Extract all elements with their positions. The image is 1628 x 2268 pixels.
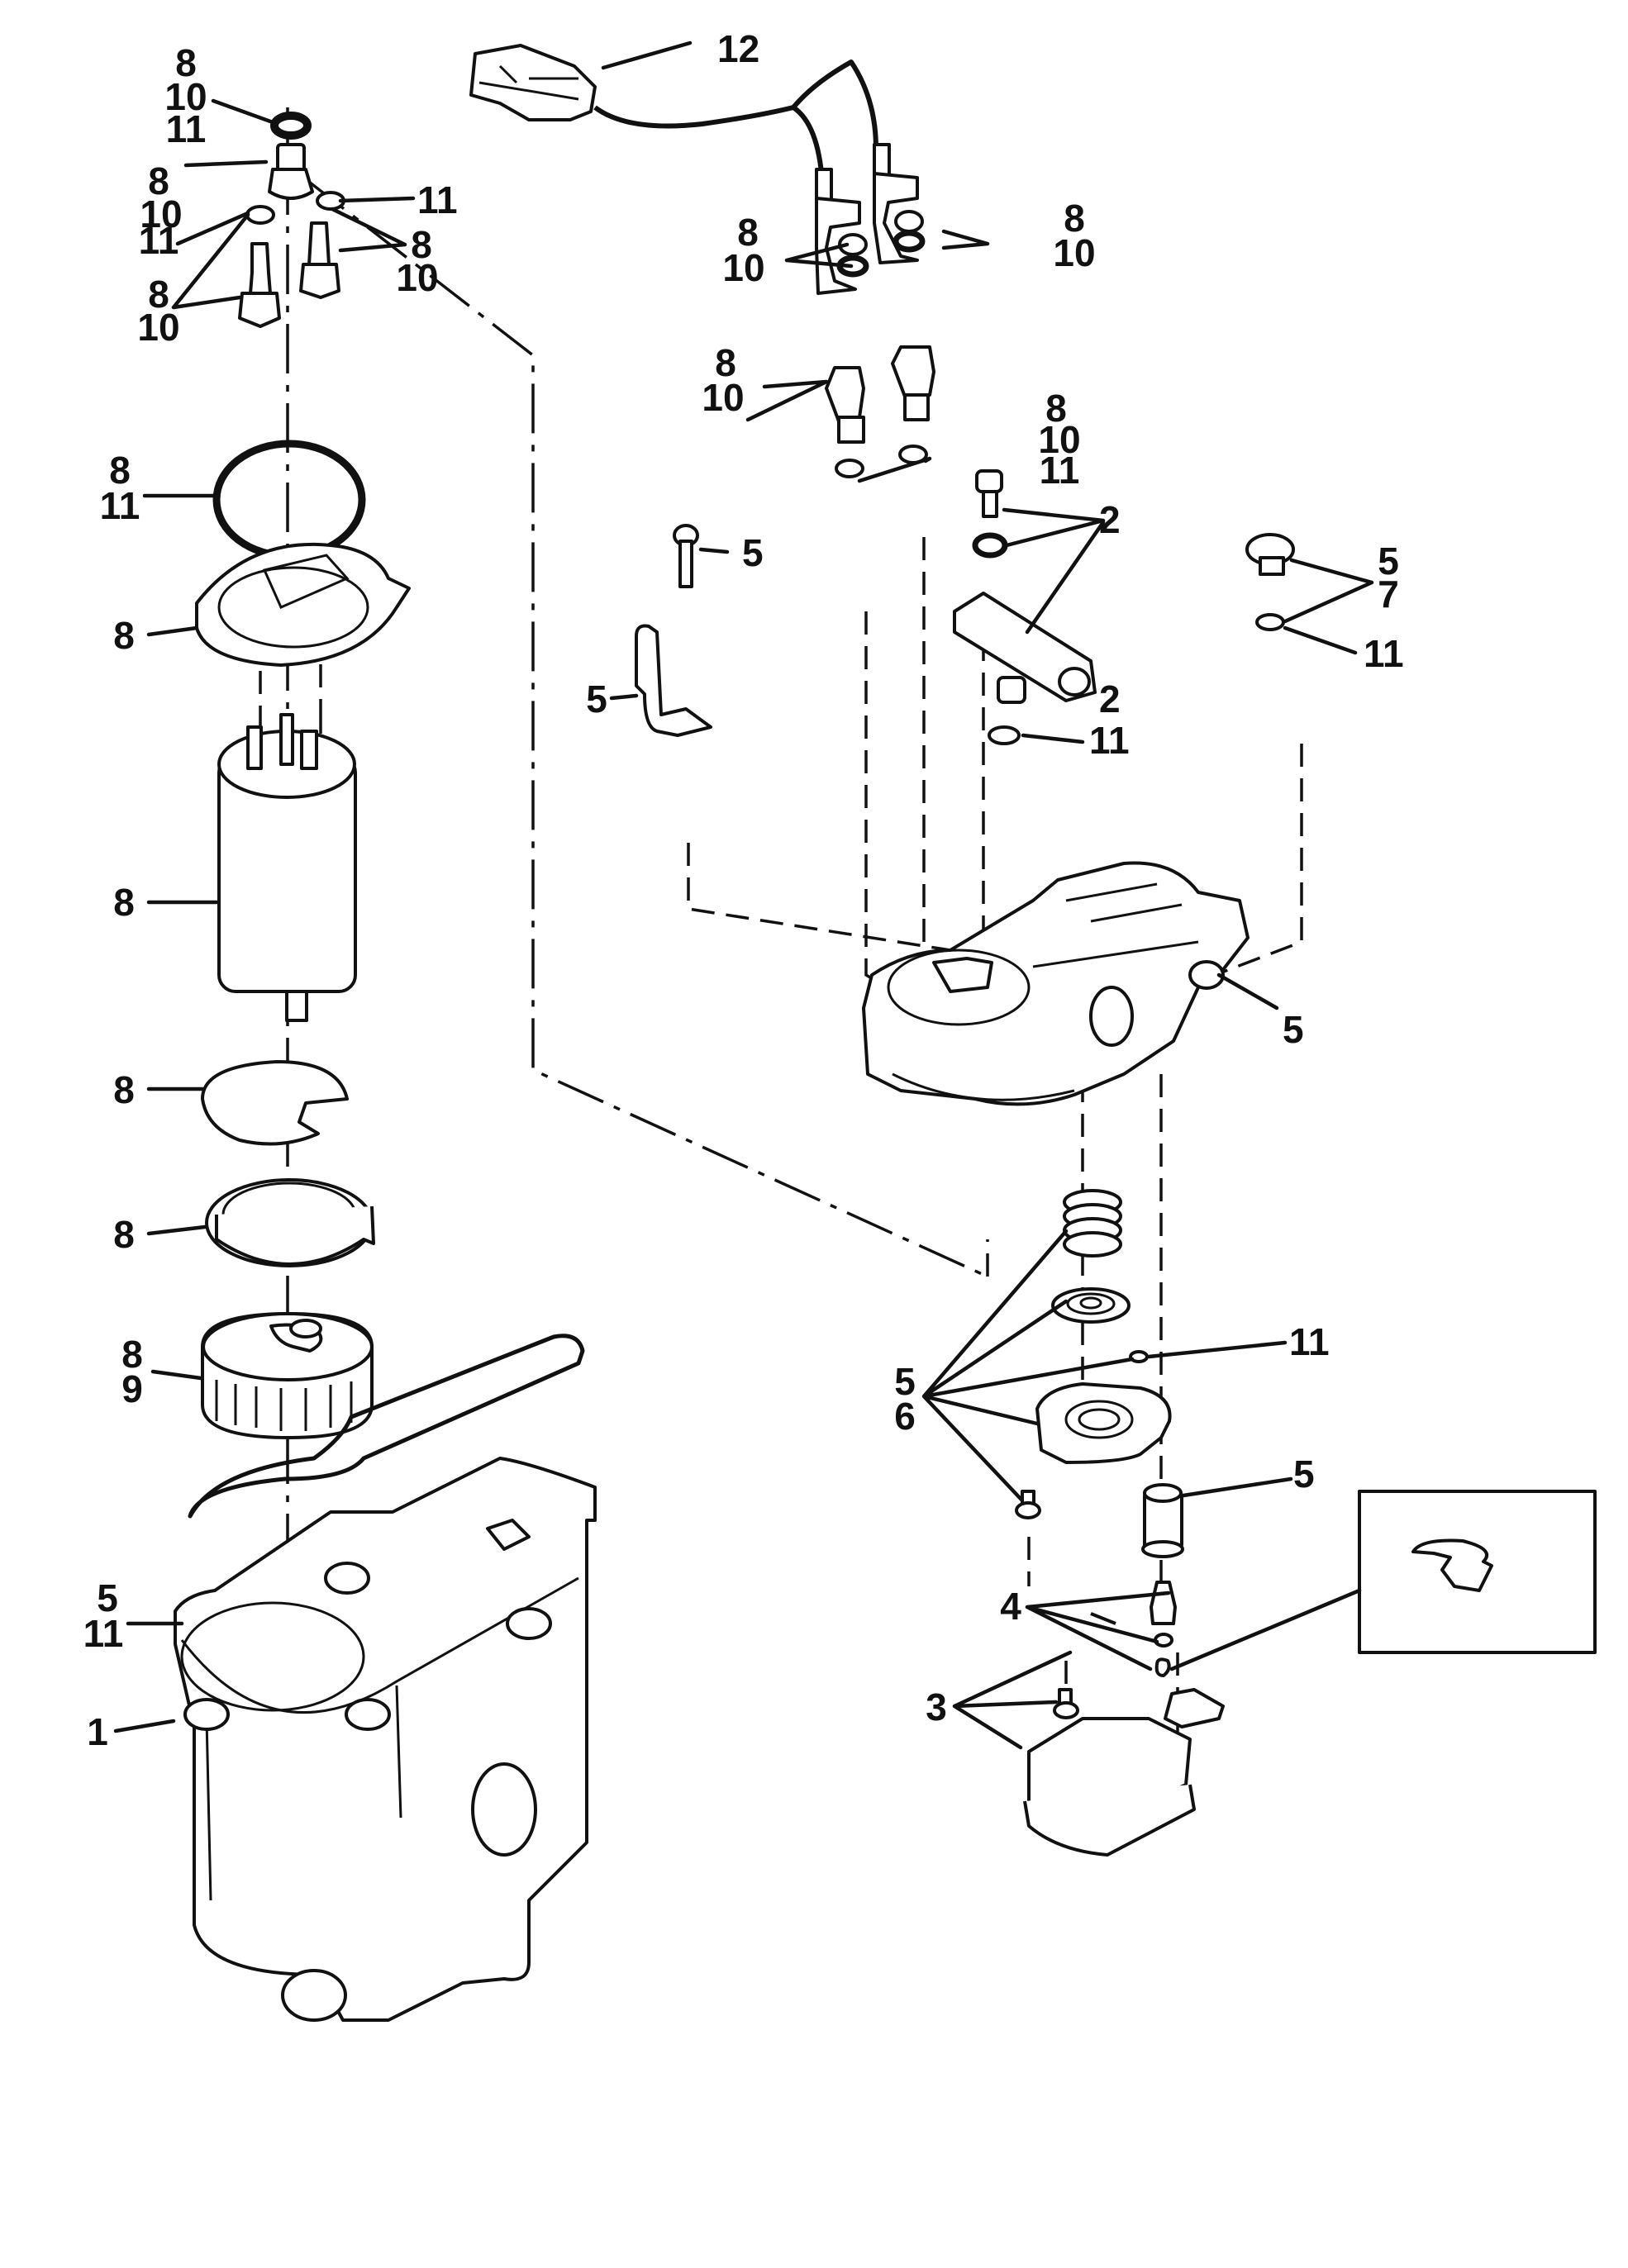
fitting-part <box>268 143 314 200</box>
separator-cover-part <box>862 861 1250 1106</box>
callout-label: 8 <box>113 1213 135 1256</box>
callout-label: 5 <box>742 531 764 574</box>
callout-label: 11 <box>1089 719 1130 762</box>
callout-label: 11 <box>417 178 458 221</box>
callout-label: 10 <box>702 376 744 419</box>
callout-label: 6 <box>894 1395 916 1438</box>
stud-part <box>299 221 340 299</box>
spacer-part <box>201 1060 349 1146</box>
callout-label: 8 <box>113 881 135 924</box>
callout-label: 9 <box>121 1367 143 1410</box>
needle-seat-part <box>1141 1483 1184 1558</box>
sensor-part <box>825 345 935 478</box>
callout-label: 5 <box>1283 1008 1304 1051</box>
callout-label: 10 <box>1038 418 1080 461</box>
large-o-ring-part <box>212 440 366 560</box>
callout-label: 10 <box>164 75 207 118</box>
callout-label: 8 <box>737 211 759 254</box>
callout-label: 5 <box>1293 1453 1315 1495</box>
spring-part <box>1063 1189 1122 1258</box>
callout-label: 10 <box>137 306 179 349</box>
gasket-part <box>188 1334 585 1519</box>
wiring-harness-part <box>469 44 926 295</box>
callout-label: 8 <box>109 449 131 492</box>
callout-label: 8 <box>148 159 169 202</box>
plug-part <box>1245 533 1295 631</box>
needle-part <box>1150 1581 1177 1677</box>
callout-label: 11 <box>1289 1320 1330 1363</box>
bracket-part <box>635 624 712 737</box>
left-assembly <box>174 112 597 2022</box>
callout-label: 11 <box>166 107 207 150</box>
callout-label: 10 <box>396 256 438 299</box>
callout-label: 2 <box>1099 498 1121 541</box>
float-part <box>1023 1612 1225 1857</box>
callout-label: 12 <box>717 27 759 70</box>
callout-label: 8 <box>1045 387 1067 430</box>
callout-label: 11 <box>1040 449 1080 492</box>
callout-label: 11 <box>139 219 179 262</box>
fitting-2-part <box>953 469 1097 745</box>
o-ring-part <box>245 205 275 225</box>
callout-label: 4 <box>1000 1585 1021 1628</box>
callout-label: 3 <box>926 1686 947 1728</box>
callout-label: 5 <box>1378 540 1399 582</box>
pump-motor-part <box>217 713 357 1022</box>
tank-housing-part <box>174 1457 597 2022</box>
callout-label: 8 <box>411 223 432 266</box>
callout-label: 10 <box>140 193 182 235</box>
callout-label: 10 <box>1053 231 1095 274</box>
stud-part <box>238 242 281 328</box>
filter-part <box>201 1312 374 1439</box>
o-ring-part <box>270 112 312 140</box>
callout-label: 5 <box>894 1360 916 1403</box>
callout-label: 10 <box>722 246 764 289</box>
diaphragm-part <box>1051 1287 1131 1324</box>
leader-lines <box>113 40 1374 1750</box>
callout-label: 11 <box>83 1612 124 1655</box>
clip-detail-inset <box>1358 1490 1597 1654</box>
callout-label: 7 <box>1378 573 1399 616</box>
callout-label: 8 <box>148 273 169 316</box>
callout-label: 8 <box>113 1068 135 1111</box>
callouts: 8 10 11 8 10 11 11 8 10 8 10 8 11 8 8 8 … <box>83 27 1404 1753</box>
mount-plate-part <box>195 542 411 667</box>
callout-label: 5 <box>97 1576 118 1619</box>
screw-part <box>1015 1490 1041 1519</box>
callout-label: 8 <box>113 614 135 657</box>
callout-label: 8 <box>121 1333 143 1376</box>
base-plate-part <box>1035 1382 1172 1464</box>
callout-label: 1 <box>87 1710 108 1753</box>
ring-adapter-part <box>205 1178 375 1267</box>
screw-part <box>673 524 699 588</box>
callout-label: 2 <box>1099 678 1121 720</box>
callout-label: 11 <box>100 484 140 527</box>
callout-label: 8 <box>715 341 736 384</box>
callout-label: 5 <box>586 678 607 720</box>
callout-label: 11 <box>1364 632 1404 675</box>
callout-label: 8 <box>175 41 197 84</box>
callout-label: 8 <box>1064 197 1085 240</box>
right-assembly <box>469 44 1597 1857</box>
